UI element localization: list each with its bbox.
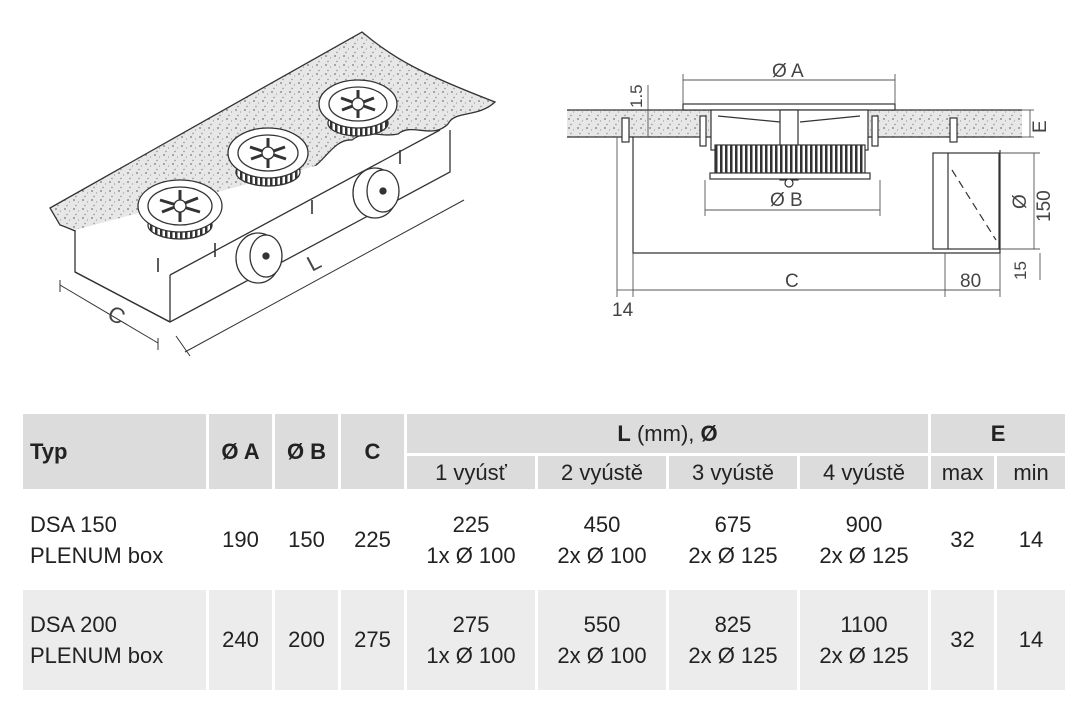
- cell-e-min: 14: [994, 489, 1069, 590]
- diffuser-fins: [714, 144, 866, 174]
- label-dim-1-5: 1.5: [627, 84, 646, 108]
- cell-e-max: 32: [928, 489, 998, 590]
- header-l-sub: 4 vyústě: [796, 453, 932, 492]
- iso-label-l: L: [303, 249, 326, 277]
- header-e-min: min: [994, 453, 1069, 492]
- iso-label-c: C: [104, 300, 130, 330]
- isometric-view: [49, 31, 497, 357]
- cell-e-max: 32: [928, 587, 998, 693]
- header-l-sub: 1 vyúsť: [404, 453, 538, 492]
- header-l: L (mm), Ø: [403, 411, 932, 456]
- section-view: [567, 74, 1041, 297]
- cell-c: 225: [338, 489, 407, 590]
- header-c: C: [338, 411, 407, 492]
- bolts: [621, 115, 958, 147]
- label-dim-a: Ø A: [772, 61, 804, 82]
- label-dim-b: Ø B: [770, 190, 803, 211]
- label-dim-c: C: [785, 271, 799, 292]
- header-l-diam: Ø: [700, 420, 718, 446]
- plenum-box-section: [632, 137, 1001, 254]
- diffuser-1: [137, 179, 223, 240]
- label-dim-15: 15: [1011, 261, 1030, 280]
- header-a: Ø A: [206, 411, 275, 492]
- diffuser-3: [318, 79, 398, 137]
- outlet-front: [235, 232, 283, 284]
- header-l-unit: (mm),: [630, 420, 701, 446]
- header-l-sub: 2 vyústě: [535, 453, 669, 492]
- technical-drawings: C L: [49, 31, 1055, 357]
- iso-dimension-c: [59, 280, 159, 350]
- cell-b: 150: [272, 489, 341, 590]
- label-dim-diam: Ø: [1010, 194, 1031, 209]
- spigot: [932, 152, 1000, 250]
- dimension-lines: [616, 74, 1041, 297]
- cell-b: 200: [272, 587, 341, 693]
- diffuser-2: [227, 127, 309, 187]
- cell-a: 190: [206, 489, 275, 590]
- header-typ: Typ: [20, 411, 209, 492]
- cell-e-min: 14: [994, 587, 1069, 693]
- label-dim-e: E: [1030, 120, 1051, 133]
- header-e-max: max: [928, 453, 998, 492]
- iso-dimension-l: [175, 199, 465, 357]
- label-dim-150: 150: [1034, 190, 1055, 222]
- header-l-sub: 3 vyústě: [666, 453, 800, 492]
- diffuser-flange: [682, 103, 896, 111]
- label-dim-80: 80: [960, 271, 981, 292]
- cell-c: 275: [338, 587, 407, 693]
- hangers: [157, 150, 401, 272]
- header-b: Ø B: [272, 411, 341, 492]
- header-l-bold: L: [617, 420, 631, 446]
- label-dim-14: 14: [612, 300, 634, 321]
- cell-a: 240: [206, 587, 275, 693]
- header-e: E: [928, 411, 1069, 456]
- spec-table: Typ Ø A Ø B C L (mm), Ø E 1 vyúsť 2 vyús…: [20, 411, 1069, 693]
- outlet-rear: [352, 167, 400, 219]
